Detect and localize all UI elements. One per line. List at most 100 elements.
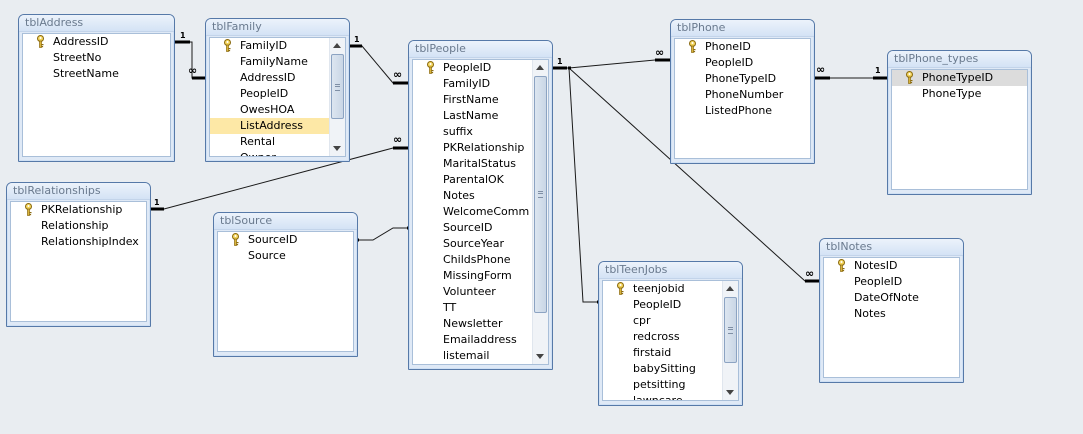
field-StreetName[interactable]: StreetName xyxy=(23,66,170,82)
field-lawncare[interactable]: lawncare xyxy=(603,393,723,400)
field-firstaid[interactable]: firstaid xyxy=(603,345,723,361)
scroll-up-arrow-icon[interactable] xyxy=(536,65,544,70)
field-PeopleID[interactable]: PeopleID xyxy=(824,274,959,290)
field-PhoneID[interactable]: PhoneID xyxy=(675,39,810,55)
field-Newsletter[interactable]: Newsletter xyxy=(413,316,533,332)
field-PKRelationship[interactable]: PKRelationship xyxy=(413,140,533,156)
scroll-thumb[interactable] xyxy=(724,297,737,363)
scroll-thumb[interactable] xyxy=(331,54,344,119)
field-ListAddress[interactable]: ListAddress xyxy=(210,118,330,134)
vertical-scrollbar[interactable] xyxy=(532,60,548,364)
field-FamilyID[interactable]: FamilyID xyxy=(210,38,330,54)
table-title[interactable]: tblFamily xyxy=(206,19,349,36)
field-SourceYear[interactable]: SourceYear xyxy=(413,236,533,252)
field-cpr[interactable]: cpr xyxy=(603,313,723,329)
field-PeopleID[interactable]: PeopleID xyxy=(675,55,810,71)
field-DateOfNote[interactable]: DateOfNote xyxy=(824,290,959,306)
table-title[interactable]: tblSource xyxy=(214,213,357,230)
field-PhoneType[interactable]: PhoneType xyxy=(892,86,1027,102)
primary-key-icon xyxy=(24,203,33,216)
field-suffix[interactable]: suffix xyxy=(413,124,533,140)
field-Rental[interactable]: Rental xyxy=(210,134,330,150)
field-OwesHOA[interactable]: OwesHOA xyxy=(210,102,330,118)
field-PhoneNumber[interactable]: PhoneNumber xyxy=(675,87,810,103)
table-title[interactable]: tblNotes xyxy=(820,239,963,256)
table-title[interactable]: tblTeenJobs xyxy=(599,262,742,279)
table-title[interactable]: tblRelationships xyxy=(7,183,150,200)
field-ParentalOK[interactable]: ParentalOK xyxy=(413,172,533,188)
scroll-down-arrow-icon[interactable] xyxy=(333,146,341,151)
vertical-scrollbar[interactable] xyxy=(722,281,738,400)
field-babySitting[interactable]: babySitting xyxy=(603,361,723,377)
field-Emailaddress[interactable]: Emailaddress xyxy=(413,332,533,348)
field-FamilyName[interactable]: FamilyName xyxy=(210,54,330,70)
field-SourceID[interactable]: SourceID xyxy=(218,232,353,248)
field-TT[interactable]: TT xyxy=(413,300,533,316)
field-StreetNo[interactable]: StreetNo xyxy=(23,50,170,66)
scroll-up-arrow-icon[interactable] xyxy=(333,43,341,48)
field-PeopleID[interactable]: PeopleID xyxy=(413,60,533,76)
field-FamilyID[interactable]: FamilyID xyxy=(413,76,533,92)
field-redcross[interactable]: redcross xyxy=(603,329,723,345)
field-Notes[interactable]: Notes xyxy=(824,306,959,322)
field-label: redcross xyxy=(633,330,680,343)
field-NotesID[interactable]: NotesID xyxy=(824,258,959,274)
field-ChildsPhone[interactable]: ChildsPhone xyxy=(413,252,533,268)
field-petsitting[interactable]: petsitting xyxy=(603,377,723,393)
scroll-thumb[interactable] xyxy=(534,76,547,313)
field-PeopleID[interactable]: PeopleID xyxy=(603,297,723,313)
field-PeopleID[interactable]: PeopleID xyxy=(210,86,330,102)
field-Relationship[interactable]: Relationship xyxy=(11,218,146,234)
field-PhoneTypeID[interactable]: PhoneTypeID xyxy=(892,70,1027,86)
vertical-scrollbar[interactable] xyxy=(329,38,345,156)
field-ListedPhone[interactable]: ListedPhone xyxy=(675,103,810,119)
field-listemail[interactable]: listemail xyxy=(413,348,533,364)
field-SourceID[interactable]: SourceID xyxy=(413,220,533,236)
field-Source[interactable]: Source xyxy=(218,248,353,264)
field-LastName[interactable]: LastName xyxy=(413,108,533,124)
field-AddressID[interactable]: AddressID xyxy=(210,70,330,86)
scroll-up-arrow-icon[interactable] xyxy=(726,286,734,291)
field-WelcomeComm[interactable]: WelcomeComm xyxy=(413,204,533,220)
field-Volunteer[interactable]: Volunteer xyxy=(413,284,533,300)
field-MaritalStatus[interactable]: MaritalStatus xyxy=(413,156,533,172)
table-title[interactable]: tblAddress xyxy=(19,15,174,32)
field-MissingForm[interactable]: MissingForm xyxy=(413,268,533,284)
field-label: Rental xyxy=(240,135,275,148)
field-PhoneTypeID[interactable]: PhoneTypeID xyxy=(675,71,810,87)
scroll-down-arrow-icon[interactable] xyxy=(726,390,734,395)
relationship-line[interactable] xyxy=(357,227,409,241)
table-title[interactable]: tblPhone_types xyxy=(888,51,1031,68)
field-AddressID[interactable]: AddressID xyxy=(23,34,170,50)
primary-key-icon xyxy=(905,71,914,84)
field-teenjobid[interactable]: teenjobid xyxy=(603,281,723,297)
scroll-down-arrow-icon[interactable] xyxy=(536,354,544,359)
field-PKRelationship[interactable]: PKRelationship xyxy=(11,202,146,218)
table-title[interactable]: tblPhone xyxy=(671,20,814,37)
table-title[interactable]: tblPeople xyxy=(409,41,552,58)
relationship-line[interactable] xyxy=(568,67,599,303)
field-FirstName[interactable]: FirstName xyxy=(413,92,533,108)
field-Owner[interactable]: Owner xyxy=(210,150,330,156)
field-Notes[interactable]: Notes xyxy=(413,188,533,204)
field-RelationshipIndex[interactable]: RelationshipIndex xyxy=(11,234,146,250)
